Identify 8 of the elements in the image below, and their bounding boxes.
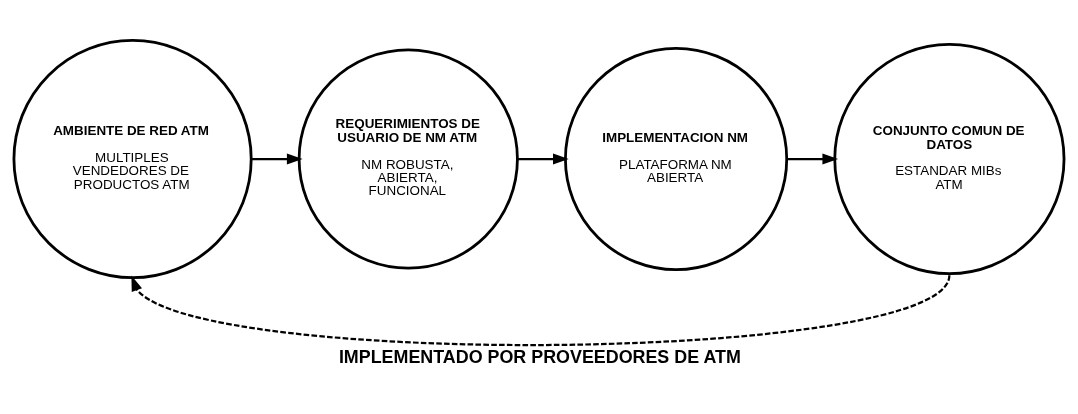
node-circle: AMBIENTE DE RED ATM MULTIPLES VENDEDORES DE PRODUCTOS ATM (12, 38, 253, 279)
arrow (251, 153, 303, 165)
node-circle: IMPLEMENTACION NM PLATAFORMA NM ABIERTA (564, 46, 789, 271)
arrow (517, 153, 569, 165)
node-circle: CONJUNTO COMUN DE DATOS ESTANDAR MIBs ATM (833, 42, 1066, 275)
arrow (787, 153, 839, 165)
caption: IMPLEMENTADO POR PROVEEDORES DE ATM (338, 346, 741, 367)
node-circle: REQUERIMIENTOS DE USUARIO DE NM ATM NM ROBUSTA, ABIERTA, FUNCIONAL (297, 47, 519, 270)
